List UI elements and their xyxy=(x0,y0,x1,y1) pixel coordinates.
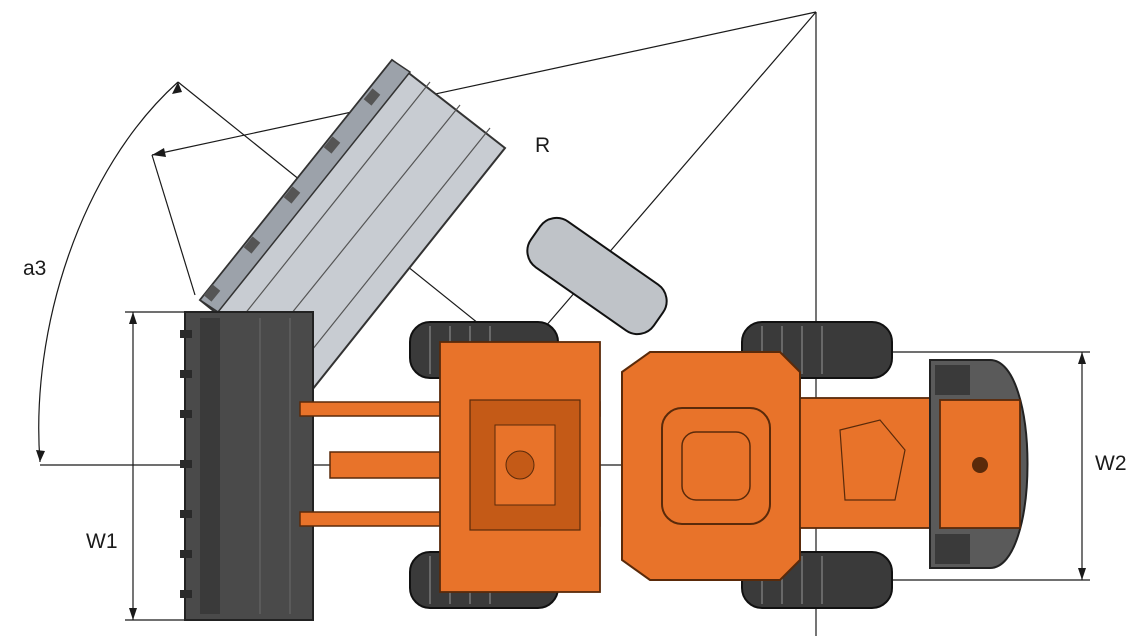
turned-bucket xyxy=(198,58,507,392)
angle-label: a3 xyxy=(23,257,46,280)
radius-line xyxy=(151,11,817,156)
tire-turned xyxy=(526,216,668,336)
counterweight xyxy=(929,359,1029,569)
angle-arc xyxy=(38,81,179,463)
arrowheads xyxy=(36,82,1086,620)
front-frame xyxy=(439,341,601,593)
radius-label: R xyxy=(535,134,550,157)
front-bucket xyxy=(180,311,314,621)
w1-label: W1 xyxy=(86,530,118,553)
bucket-axis-line-2 xyxy=(151,154,196,296)
w2-label: W2 xyxy=(1095,452,1127,475)
